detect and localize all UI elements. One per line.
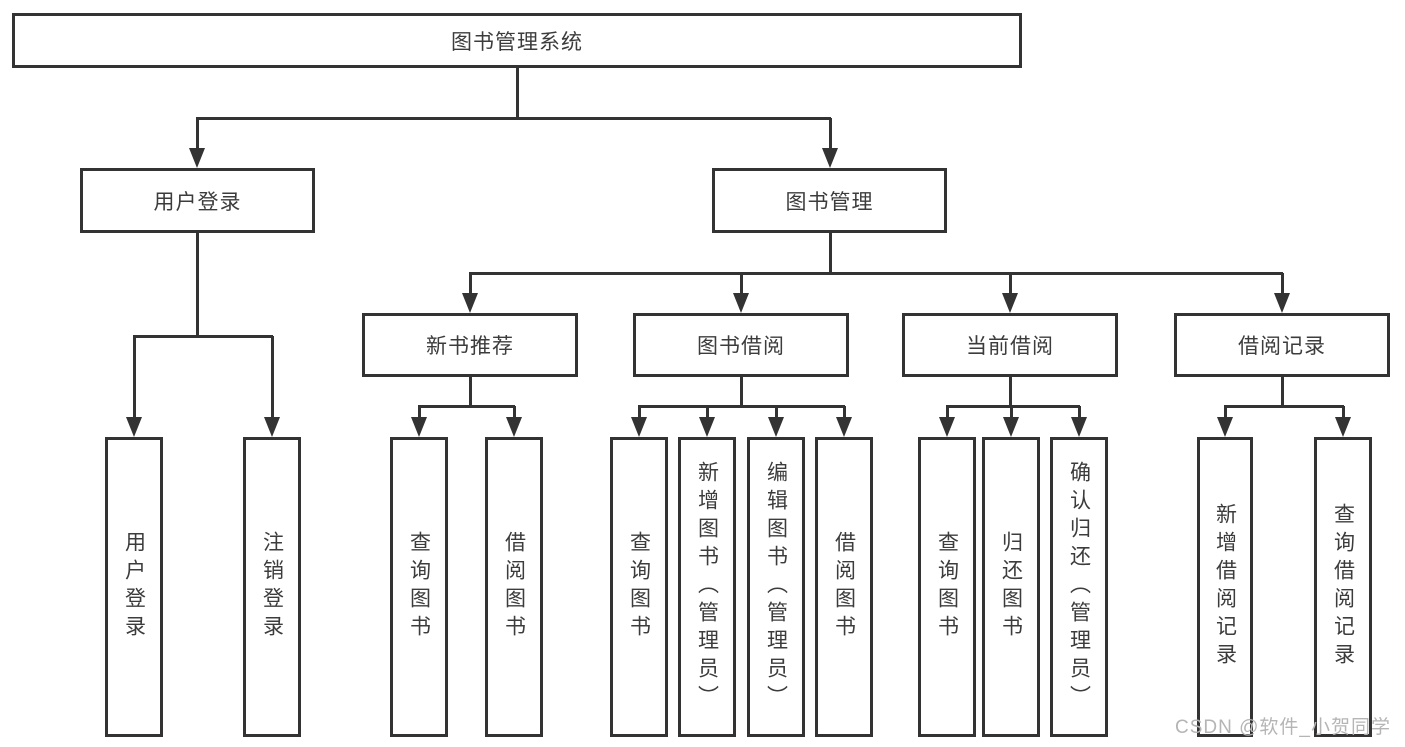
- node-book-borrow: 图书借阅: [633, 313, 849, 377]
- connector-stem: [1342, 406, 1345, 419]
- arrow-down-icon: [189, 148, 205, 168]
- arrow-down-icon: [264, 417, 280, 437]
- leaf-borrow-books-recommend: 借阅图书: [485, 437, 543, 737]
- arrow-down-icon: [1002, 293, 1018, 313]
- connector-stem: [829, 118, 832, 150]
- node-root-label: 图书管理系统: [451, 30, 583, 54]
- node-new-book-recommend: 新书推荐: [362, 313, 578, 377]
- node-book-management-label: 图书管理: [785, 190, 874, 214]
- leaf-confirm-return-admin: 确认归还（管理员）: [1050, 437, 1108, 737]
- connector-stem: [1281, 273, 1284, 295]
- node-user-login-label: 用户登录: [153, 190, 242, 214]
- arrow-down-icon: [1335, 417, 1351, 437]
- connector-stem: [843, 406, 846, 419]
- arrow-down-icon: [939, 417, 955, 437]
- arrow-down-icon: [126, 417, 142, 437]
- arrow-down-icon: [1003, 417, 1019, 437]
- node-current-borrow: 当前借阅: [902, 313, 1118, 377]
- connector-root-stem: [516, 68, 519, 118]
- arrow-down-icon: [836, 417, 852, 437]
- arrow-down-icon: [462, 293, 478, 313]
- connector-stem: [946, 406, 949, 419]
- arrow-down-icon: [631, 417, 647, 437]
- leaf-return-book-label: 归还图书: [999, 531, 1023, 643]
- node-root: 图书管理系统: [12, 13, 1022, 68]
- node-new-book-recommend-label: 新书推荐: [426, 335, 514, 358]
- connector-stem: [829, 233, 832, 274]
- leaf-query-borrow-record-label: 查询借阅记录: [1331, 503, 1355, 671]
- connector-stem: [1224, 406, 1227, 419]
- connector-bar: [946, 405, 1080, 408]
- leaf-query-books-recommend: 查询图书: [390, 437, 448, 737]
- connector-stem: [196, 233, 199, 336]
- connector-stem: [638, 406, 641, 419]
- leaf-return-book: 归还图书: [982, 437, 1040, 737]
- connector-stem: [418, 406, 421, 419]
- leaf-edit-book-admin-label: 编辑图书（管理员）: [764, 461, 788, 713]
- connector-root-bar: [196, 117, 831, 120]
- leaf-borrow-books: 借阅图书: [815, 437, 873, 737]
- connector-stem: [1009, 273, 1012, 295]
- connector-stem: [513, 406, 516, 419]
- connector-stem: [469, 273, 472, 295]
- watermark: CSDN @软件_小贺同学: [1175, 717, 1391, 738]
- connector-stem: [706, 406, 709, 419]
- node-current-borrow-label: 当前借阅: [966, 335, 1054, 358]
- connector-stem: [775, 406, 778, 419]
- arrow-down-icon: [506, 417, 522, 437]
- connector-stem: [740, 377, 743, 406]
- connector-bar: [1224, 405, 1344, 408]
- node-book-management: 图书管理: [712, 168, 947, 233]
- connector-stem: [271, 336, 274, 418]
- connector-stem: [1009, 377, 1012, 406]
- connector-stem: [1010, 406, 1013, 419]
- node-user-login: 用户登录: [80, 168, 315, 233]
- leaf-query-books-borrow-label: 查询图书: [627, 531, 651, 643]
- leaf-logout: 注销登录: [243, 437, 301, 737]
- leaf-query-books-recommend-label: 查询图书: [407, 531, 431, 643]
- leaf-query-books-current: 查询图书: [918, 437, 976, 737]
- connector-bar: [133, 335, 273, 338]
- leaf-add-borrow-record: 新增借阅记录: [1197, 437, 1253, 737]
- leaf-query-books-current-label: 查询图书: [935, 531, 959, 643]
- connector-stem: [196, 118, 199, 150]
- connector-stem: [1281, 377, 1284, 406]
- leaf-query-borrow-record: 查询借阅记录: [1314, 437, 1372, 737]
- leaf-add-book-admin: 新增图书（管理员）: [678, 437, 736, 737]
- arrow-down-icon: [768, 417, 784, 437]
- connector-stem: [1078, 406, 1081, 419]
- leaf-confirm-return-admin-label: 确认归还（管理员）: [1067, 461, 1091, 713]
- leaf-add-borrow-record-label: 新增借阅记录: [1213, 503, 1237, 671]
- connector-stem: [133, 336, 136, 418]
- leaf-user-login-label: 用户登录: [122, 531, 146, 643]
- leaf-query-books-borrow: 查询图书: [610, 437, 668, 737]
- arrow-down-icon: [699, 417, 715, 437]
- leaf-logout-label: 注销登录: [260, 531, 284, 643]
- arrow-down-icon: [733, 293, 749, 313]
- arrow-down-icon: [1217, 417, 1233, 437]
- arrow-down-icon: [1274, 293, 1290, 313]
- leaf-borrow-books-label: 借阅图书: [832, 531, 856, 643]
- arrow-down-icon: [411, 417, 427, 437]
- connector-bar: [638, 405, 845, 408]
- node-book-borrow-label: 图书借阅: [697, 335, 785, 358]
- connector-bar: [469, 272, 1283, 275]
- connector-bar: [418, 405, 515, 408]
- leaf-edit-book-admin: 编辑图书（管理员）: [747, 437, 805, 737]
- leaf-add-book-admin-label: 新增图书（管理员）: [695, 461, 719, 713]
- node-borrow-records: 借阅记录: [1174, 313, 1390, 377]
- connector-stem: [469, 377, 472, 406]
- arrow-down-icon: [1071, 417, 1087, 437]
- leaf-borrow-books-recommend-label: 借阅图书: [502, 531, 526, 643]
- connector-stem: [740, 273, 743, 295]
- node-borrow-records-label: 借阅记录: [1238, 335, 1326, 358]
- leaf-user-login: 用户登录: [105, 437, 163, 737]
- arrow-down-icon: [822, 148, 838, 168]
